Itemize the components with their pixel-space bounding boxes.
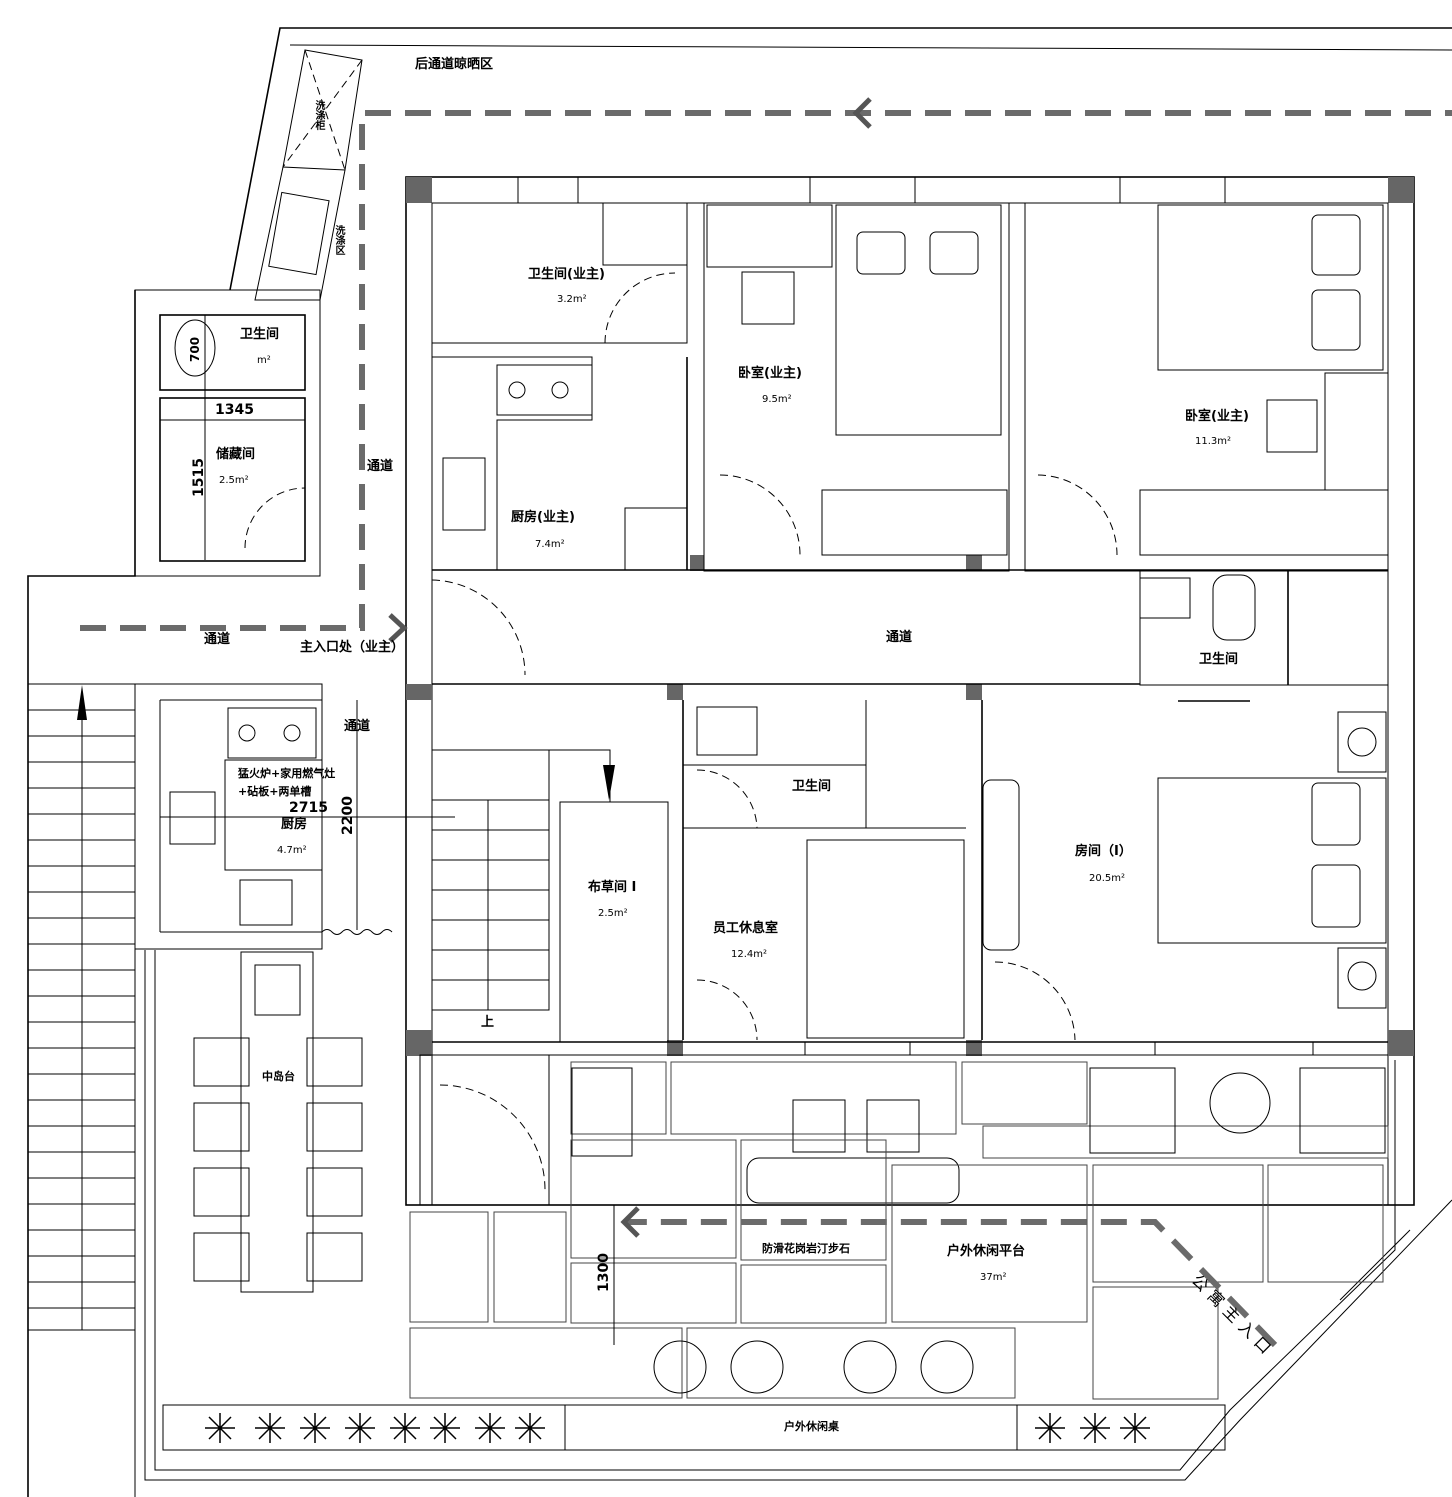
area-small-bathroom: m² bbox=[257, 355, 271, 366]
label-corridor-main: 通道 bbox=[886, 630, 913, 645]
dim-terrace: 1300 bbox=[596, 1253, 612, 1292]
area-staff-room: 12.4m² bbox=[731, 949, 768, 960]
label-staff-room: 员工休息室 bbox=[713, 921, 779, 936]
label-kitchen: 厨房 bbox=[281, 817, 308, 832]
area-terrace: 37m² bbox=[980, 1272, 1007, 1283]
annex bbox=[134, 289, 321, 577]
area-owner-bathroom: 3.2m² bbox=[557, 294, 587, 305]
area-linen-room: 2.5m² bbox=[598, 908, 628, 919]
label-guest-room: 房间（I） bbox=[1075, 844, 1132, 859]
label-bathroom-mid: 卫生间 bbox=[792, 779, 832, 794]
site-boundary bbox=[27, 27, 1452, 1497]
kitchen-equipment-note-1: 猛火炉+家用燃气灶 bbox=[238, 767, 336, 780]
label-bathroom-right: 卫生间 bbox=[1199, 652, 1239, 667]
dim-kitchen-width: 2715 bbox=[289, 800, 328, 816]
label-owner-bedroom-1: 卧室(业主) bbox=[738, 366, 802, 381]
stair-treads-left bbox=[28, 690, 135, 1330]
label-main-entrance: 主入口处（业主） bbox=[300, 640, 405, 655]
label-terrace: 户外休闲平台 bbox=[947, 1244, 1026, 1259]
area-owner-kitchen: 7.4m² bbox=[535, 539, 565, 550]
area-owner-bedroom-2: 11.3m² bbox=[1195, 436, 1232, 447]
area-owner-bedroom-1: 9.5m² bbox=[762, 394, 792, 405]
label-owner-bedroom-2: 卧室(业主) bbox=[1185, 409, 1249, 424]
label-corridor-kitchen: 通道 bbox=[344, 719, 371, 734]
label-corridor-left: 通道 bbox=[367, 459, 394, 474]
kitchen-equipment-note-2: +砧板+两单槽 bbox=[238, 785, 312, 798]
label-small-bathroom: 卫生间 bbox=[240, 327, 280, 342]
label-island: 中岛台 bbox=[262, 1070, 295, 1083]
dim-storage-height: 1515 bbox=[191, 458, 207, 497]
area-storage: 2.5m² bbox=[219, 475, 249, 486]
label-corridor-entry: 通道 bbox=[204, 632, 231, 647]
wash-area bbox=[254, 49, 363, 301]
planter-plants bbox=[205, 1413, 1150, 1443]
label-back-drying-area: 后通道晾晒区 bbox=[415, 57, 494, 72]
building-walls bbox=[27, 176, 1415, 1331]
label-owner-bathroom: 卫生间(业主) bbox=[528, 267, 605, 282]
label-wash-cabinet: 洗涤柜 bbox=[313, 100, 324, 130]
terrace bbox=[162, 1061, 1389, 1451]
label-stairs-up: 上 bbox=[481, 1015, 495, 1030]
label-outdoor-table: 户外休闲桌 bbox=[784, 1420, 839, 1433]
label-stepping-stones: 防滑花岗岩汀步石 bbox=[762, 1242, 850, 1255]
label-linen-room: 布草间 I bbox=[588, 880, 637, 895]
area-kitchen: 4.7m² bbox=[277, 845, 307, 856]
dim-storage-width: 1345 bbox=[215, 402, 254, 418]
label-owner-kitchen: 厨房(业主) bbox=[511, 510, 575, 525]
island-table bbox=[193, 951, 363, 1293]
dim-toilet: 700 bbox=[188, 336, 202, 362]
label-storage: 储藏间 bbox=[216, 447, 256, 462]
area-guest-room: 20.5m² bbox=[1089, 873, 1126, 884]
circulation-route bbox=[80, 97, 1452, 1348]
dim-kitchen-height: 2200 bbox=[340, 796, 356, 835]
label-wash-area: 洗涤区 bbox=[333, 225, 344, 255]
